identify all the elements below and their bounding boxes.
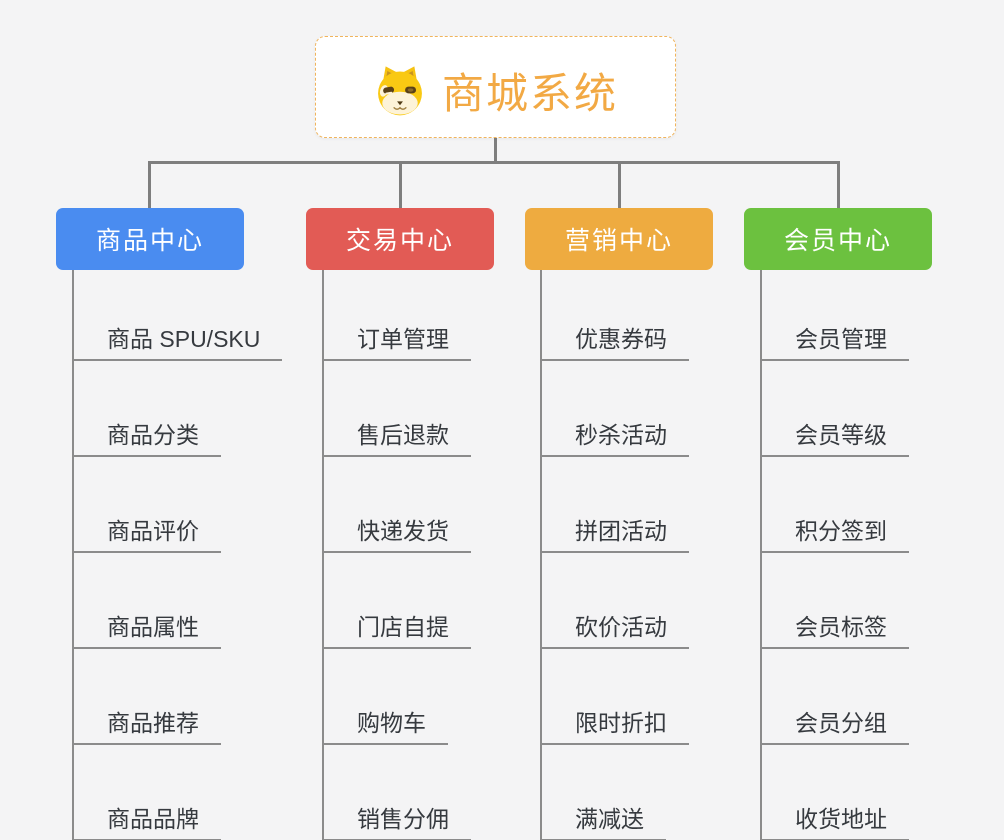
connector-drop-marketing	[618, 163, 621, 208]
leaf-node-product-recommend[interactable]: 商品推荐	[74, 649, 221, 745]
leaf-node-product-review[interactable]: 商品评价	[74, 457, 221, 553]
branch-node-marketing-center[interactable]: 营销中心	[525, 208, 713, 270]
leaf-list-marketing-center: 优惠券码 秒杀活动 拼团活动 砍价活动 限时折扣 满减送	[540, 270, 689, 840]
root-node-mall-system[interactable]: 商城系统	[315, 36, 676, 138]
leaf-node-member-management[interactable]: 会员管理	[762, 270, 909, 361]
branch-node-trade-center[interactable]: 交易中心	[306, 208, 494, 270]
leaf-node-points-checkin[interactable]: 积分签到	[762, 457, 909, 553]
leaf-node-store-pickup[interactable]: 门店自提	[324, 553, 471, 649]
leaf-node-full-reduction[interactable]: 满减送	[542, 745, 666, 840]
leaf-node-product-category[interactable]: 商品分类	[74, 361, 221, 457]
leaf-node-order-management[interactable]: 订单管理	[324, 270, 471, 361]
connector-root-drop	[494, 138, 497, 163]
leaf-node-shopping-cart[interactable]: 购物车	[324, 649, 448, 745]
leaf-list-product-center: 商品 SPU/SKU 商品分类 商品评价 商品属性 商品推荐 商品品牌	[72, 270, 283, 840]
branch-node-product-center[interactable]: 商品中心	[56, 208, 244, 270]
leaf-node-group-buy[interactable]: 拼团活动	[542, 457, 689, 553]
leaf-node-coupon-code[interactable]: 优惠券码	[542, 270, 689, 361]
shiba-dog-icon	[373, 63, 427, 117]
connector-drop-trade	[399, 163, 402, 208]
leaf-node-product-brand[interactable]: 商品品牌	[74, 745, 221, 840]
branch-node-member-center[interactable]: 会员中心	[744, 208, 932, 270]
leaf-node-flash-sale[interactable]: 秒杀活动	[542, 361, 689, 457]
leaf-node-after-sale-refund[interactable]: 售后退款	[324, 361, 471, 457]
leaf-node-member-group[interactable]: 会员分组	[762, 649, 909, 745]
leaf-node-member-level[interactable]: 会员等级	[762, 361, 909, 457]
leaf-node-express-delivery[interactable]: 快递发货	[324, 457, 471, 553]
root-title: 商城系统	[441, 69, 618, 117]
leaf-list-trade-center: 订单管理 售后退款 快递发货 门店自提 购物车 销售分佣	[322, 270, 471, 840]
leaf-list-member-center: 会员管理 会员等级 积分签到 会员标签 会员分组 收货地址	[760, 270, 909, 840]
leaf-node-product-attribute[interactable]: 商品属性	[74, 553, 221, 649]
leaf-node-product-spu-sku[interactable]: 商品 SPU/SKU	[74, 270, 283, 361]
leaf-node-member-tag[interactable]: 会员标签	[762, 553, 909, 649]
leaf-node-shipping-address[interactable]: 收货地址	[762, 745, 909, 840]
leaf-node-sales-commission[interactable]: 销售分佣	[324, 745, 471, 840]
connector-drop-product	[148, 163, 151, 208]
connector-horizontal-bus	[148, 161, 840, 164]
leaf-node-limited-time-discount[interactable]: 限时折扣	[542, 649, 689, 745]
connector-drop-member	[837, 163, 840, 208]
leaf-node-bargain-activity[interactable]: 砍价活动	[542, 553, 689, 649]
